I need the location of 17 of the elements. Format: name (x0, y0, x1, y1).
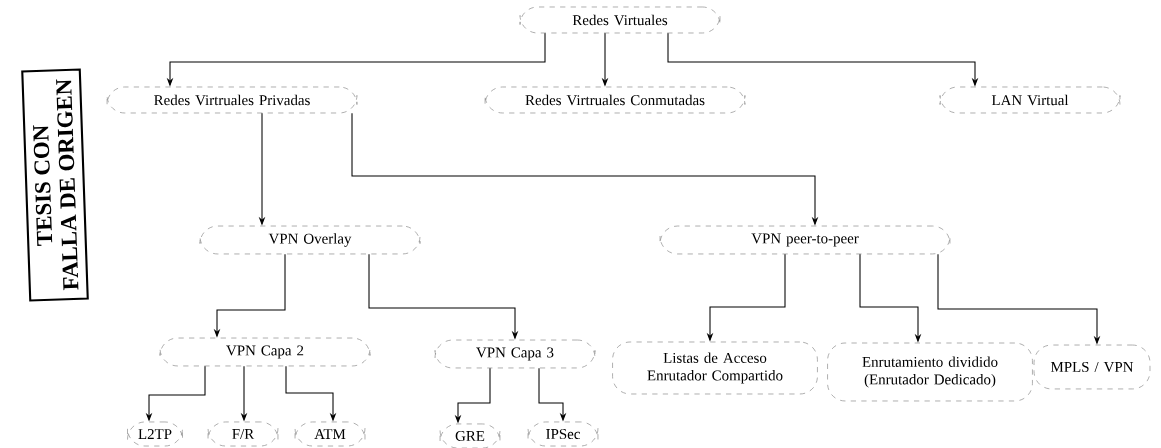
rounded-box: MPLS / VPN (1033, 344, 1151, 390)
rounded-box: VPN Capa 3 (434, 339, 596, 369)
rounded-box: VPN Overlay (199, 225, 421, 255)
rounded-box: Redes Virtruales Privadas (106, 86, 358, 114)
rounded-box: VPN peer-to-peer (659, 225, 951, 255)
rounded-box: LAN Virtual (939, 86, 1121, 114)
stamp: TESIS CON FALLA DE ORIGEN (21, 68, 89, 302)
rounded-box: Redes Virtruales Conmutadas (484, 86, 746, 114)
rounded-box: VPN Capa 2 (159, 337, 371, 367)
rounded-box: Redes Virtuales (519, 6, 721, 34)
rounded-box: Enrutamiento dividido (Enrutador Dedicado) (827, 342, 1033, 402)
rounded-box: Listas de Acceso Enrutador Compartido (612, 341, 818, 395)
rounded-box: F/R (207, 421, 279, 447)
rounded-box: L2TP (127, 421, 183, 447)
rounded-box: GRE (439, 423, 501, 448)
rounded-box: ATM (294, 421, 366, 447)
rounded-box: IPSec (527, 421, 599, 447)
